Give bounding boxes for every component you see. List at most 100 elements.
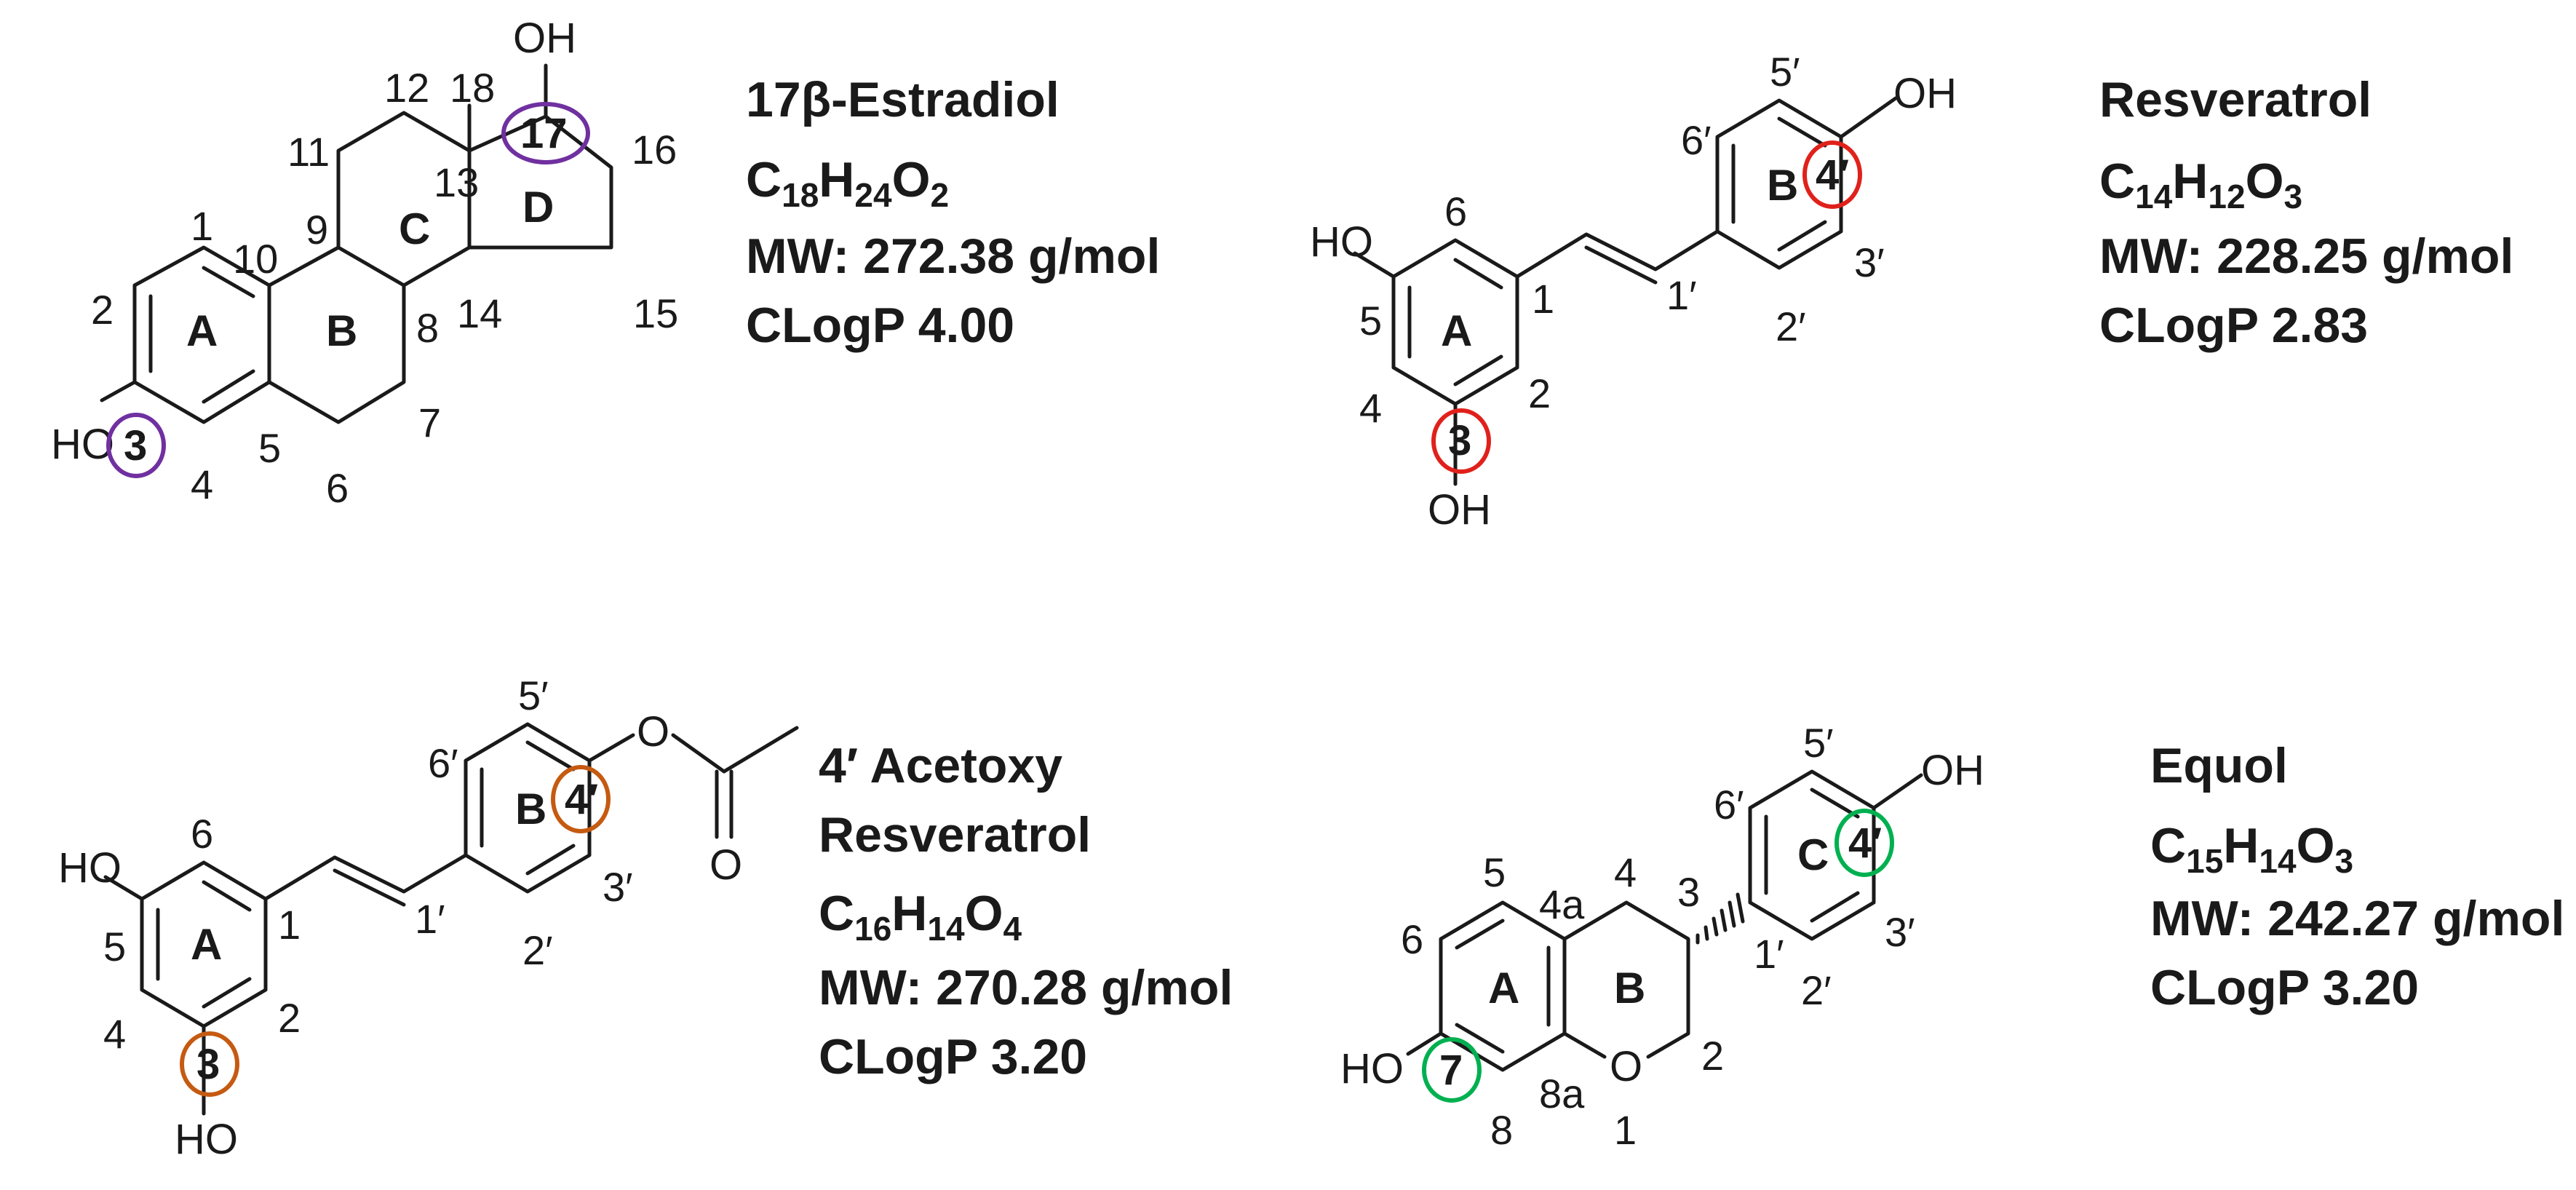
estradiol-atom-4: 4 — [191, 461, 213, 507]
equol-hashed-stereo-bond — [1696, 892, 1745, 945]
acetoxy-ho-3-label: HO — [175, 1116, 238, 1163]
acetoxy-atom-5p: 5′ — [518, 673, 549, 718]
equol-clogp: CLogP 3.20 — [2150, 960, 2419, 1015]
equol-ring-c-label: C — [1797, 830, 1829, 879]
estradiol-ring-a-double-1 — [202, 266, 255, 298]
acetoxy-atom-3p: 3′ — [603, 864, 633, 910]
equol-atom-7: 7 — [1439, 1047, 1463, 1094]
resveratrol-ring-a-double-1 — [1453, 258, 1503, 290]
estradiol-formula: C18H24O2 — [746, 152, 949, 214]
equol-atom-3p: 3′ — [1885, 909, 1915, 955]
acetoxy-formula: C16H14O4 — [819, 886, 1022, 948]
acetoxy-atom-4p: 4′ — [565, 776, 598, 823]
acetoxy-atom-2: 2 — [278, 995, 301, 1041]
estradiol-atom-10: 10 — [233, 236, 278, 282]
estradiol-atom-1: 1 — [191, 203, 213, 249]
estradiol-atom-14: 14 — [457, 290, 502, 336]
estradiol-atom-2: 2 — [91, 287, 114, 333]
estradiol-atom-11: 11 — [287, 129, 330, 175]
acetoxy-name-line2: Resveratrol — [819, 807, 1091, 862]
resveratrol-ring-b-label: B — [1767, 161, 1798, 210]
resveratrol-vinyl-bonds — [1515, 229, 1720, 279]
equol-ring-o-label: O — [1610, 1043, 1642, 1090]
acetoxy-position-3-highlight — [180, 1031, 239, 1097]
estradiol-structure: HO OH A B C D 1 2 3 4 5 6 7 8 9 10 11 12… — [51, 15, 678, 511]
equol-structure: HO O OH A B C 1 2 3 4 4a 5 6 7 8 8a 1′ 2… — [1340, 720, 1984, 1153]
acetoxy-atom-6p: 6′ — [428, 740, 458, 786]
equol-oh-4p-label: OH — [1921, 747, 1984, 794]
equol-atom-2: 2 — [1701, 1033, 1724, 1079]
equol-position-7-highlight — [1422, 1037, 1482, 1103]
resveratrol-5-oh-bond — [1353, 251, 1396, 279]
equol-name: Equol — [2150, 738, 2288, 793]
estradiol-ho-label: HO — [51, 421, 114, 468]
resveratrol-atom-2p: 2′ — [1776, 304, 1806, 349]
equol-ring-b-bonds — [1562, 900, 1690, 1059]
equol-ho-7-label: HO — [1340, 1045, 1404, 1092]
equol-atom-8: 8 — [1490, 1107, 1513, 1153]
equol-atom-4: 4 — [1614, 849, 1637, 895]
acetoxy-ester-o-label: O — [637, 708, 669, 755]
equol-atom-6: 6 — [1401, 916, 1423, 962]
resveratrol-atom-4p: 4′ — [1816, 151, 1849, 199]
estradiol-position-17-highlight — [501, 102, 590, 164]
estradiol-atom-18: 18 — [450, 65, 495, 111]
estradiol-atom-13: 13 — [434, 159, 479, 205]
estradiol-position-3-highlight — [106, 413, 166, 478]
estradiol-atom-17: 17 — [520, 110, 568, 157]
acetoxy-atom-6: 6 — [191, 811, 213, 857]
acetoxy-vinyl-double — [333, 868, 406, 907]
equol-7-oh-bond — [1406, 1031, 1443, 1056]
equol-atom-8a: 8a — [1539, 1071, 1585, 1116]
equol-ring-b-label: B — [1614, 964, 1645, 1012]
acetoxy-carbonyl-methyl-bond — [722, 726, 799, 774]
estradiol-atom-12: 12 — [384, 65, 429, 111]
estradiol-atom-5: 5 — [258, 425, 281, 471]
estradiol-clogp: CLogP 4.00 — [746, 298, 1014, 353]
estradiol-oh-label: OH — [513, 15, 576, 62]
equol-position-4p-highlight — [1834, 809, 1894, 877]
resveratrol-atom-6: 6 — [1444, 189, 1467, 234]
equol-atom-2p: 2′ — [1801, 967, 1832, 1013]
acetoxy-structure: HO HO O O A B 1 2 3 4 5 6 1′ 2′ 3′ 4′ 5′… — [58, 673, 799, 1163]
estradiol-atom-16: 16 — [632, 127, 677, 172]
estradiol-atom-7: 7 — [418, 400, 441, 445]
acetoxy-5-oh-bond — [103, 875, 144, 901]
estradiol-ring-c-bonds — [336, 111, 472, 287]
equol-ring-c-double-3 — [1810, 891, 1860, 923]
acetoxy-vinyl-bonds — [263, 853, 468, 901]
equol-ring-a-label: A — [1488, 964, 1519, 1012]
acetoxy-atom-1p: 1′ — [415, 896, 445, 942]
estradiol-atom-3: 3 — [124, 422, 147, 469]
resveratrol-atom-1p: 1′ — [1666, 272, 1697, 318]
acetoxy-carbonyl-o-label: O — [709, 841, 742, 889]
resveratrol-info: Resveratrol C14H12O3 MW: 228.25 g/mol CL… — [2099, 72, 2513, 353]
acetoxy-position-4p-highlight — [551, 765, 611, 833]
resveratrol-atom-5p: 5′ — [1770, 49, 1800, 95]
equol-atom-5p: 5′ — [1803, 720, 1834, 766]
acetoxy-atom-4: 4 — [103, 1011, 126, 1057]
equol-info: Equol C15H14O3 MW: 242.27 g/mol CLogP 3.… — [2150, 738, 2564, 1015]
equol-4p-oh-bond — [1872, 773, 1923, 810]
estradiol-ring-b-bonds — [267, 245, 406, 424]
resveratrol-atom-1: 1 — [1532, 276, 1554, 322]
equol-ring-b-o-bond — [1562, 1031, 1607, 1059]
acetoxy-clogp: CLogP 3.20 — [819, 1029, 1087, 1084]
estradiol-ring-d-label: D — [522, 183, 554, 231]
resveratrol-atom-3p: 3′ — [1854, 239, 1885, 285]
acetoxy-ester-o-bond — [587, 733, 635, 763]
resveratrol-oh-4p-label: OH — [1893, 70, 1957, 117]
equol-ring-a-double-1 — [1455, 919, 1505, 950]
estradiol-ring-d-bonds — [467, 114, 613, 250]
estradiol-info: 17β-Estradiol C18H24O2 MW: 272.38 g/mol … — [746, 72, 1160, 353]
resveratrol-ho-label: HO — [1310, 218, 1373, 266]
acetoxy-mw: MW: 270.28 g/mol — [819, 960, 1233, 1015]
equol-atom-1: 1 — [1614, 1107, 1637, 1153]
estradiol-atom-15: 15 — [633, 290, 678, 336]
resveratrol-clogp: CLogP 2.83 — [2099, 298, 2368, 353]
resveratrol-atom-6p: 6′ — [1681, 117, 1712, 163]
acetoxy-ring-a-label: A — [191, 920, 222, 969]
equol-formula: C15H14O3 — [2150, 818, 2353, 880]
